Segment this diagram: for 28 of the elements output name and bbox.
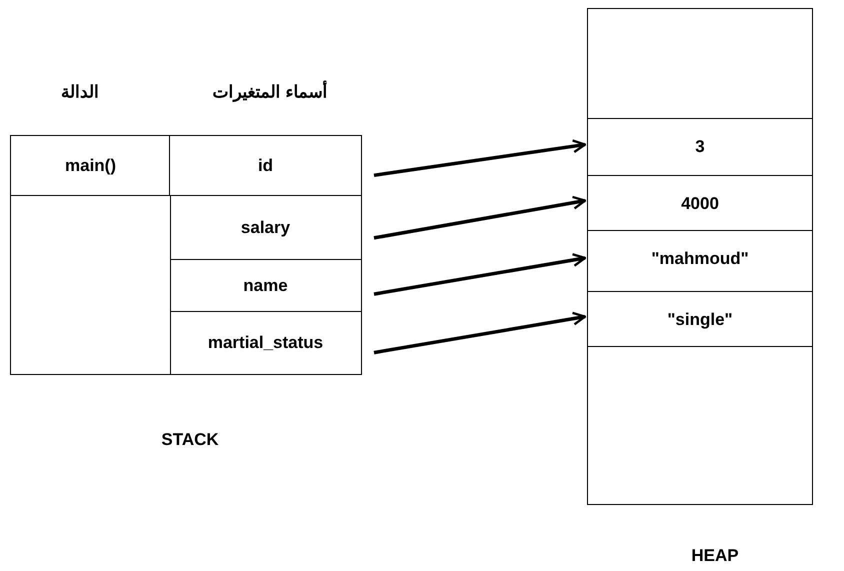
arrow: [374, 253, 586, 296]
table-cell: [10, 135, 171, 197]
arrow: [374, 196, 586, 240]
empty-cell: [587, 346, 813, 505]
cell-text: martial_status: [208, 333, 324, 353]
cell-text: 4000: [681, 194, 719, 214]
column-heading: أسماء المتغيرات: [212, 82, 328, 102]
table-cell: [169, 311, 362, 375]
cell-text: main(): [65, 156, 116, 176]
arrow: [374, 312, 586, 354]
table-cell: [169, 259, 362, 313]
section-label: STACK: [161, 430, 219, 450]
cell-text: 3: [695, 137, 705, 157]
empty-cell: [587, 8, 813, 120]
column-heading: الدالة: [61, 82, 99, 102]
cell-text: salary: [240, 218, 290, 238]
cell-text: "single": [667, 310, 733, 330]
table-cell: [169, 195, 362, 261]
arrow: [374, 139, 586, 178]
table-cell: [587, 230, 813, 293]
cell-text: id: [258, 156, 274, 176]
table-cell: [587, 175, 813, 232]
section-label: HEAP: [691, 546, 739, 566]
table-cell: [169, 135, 362, 197]
cell-text: "mahmoud": [651, 249, 749, 269]
table-cell: [587, 291, 813, 348]
cell-text: name: [243, 276, 288, 296]
table-cell: [587, 118, 813, 177]
